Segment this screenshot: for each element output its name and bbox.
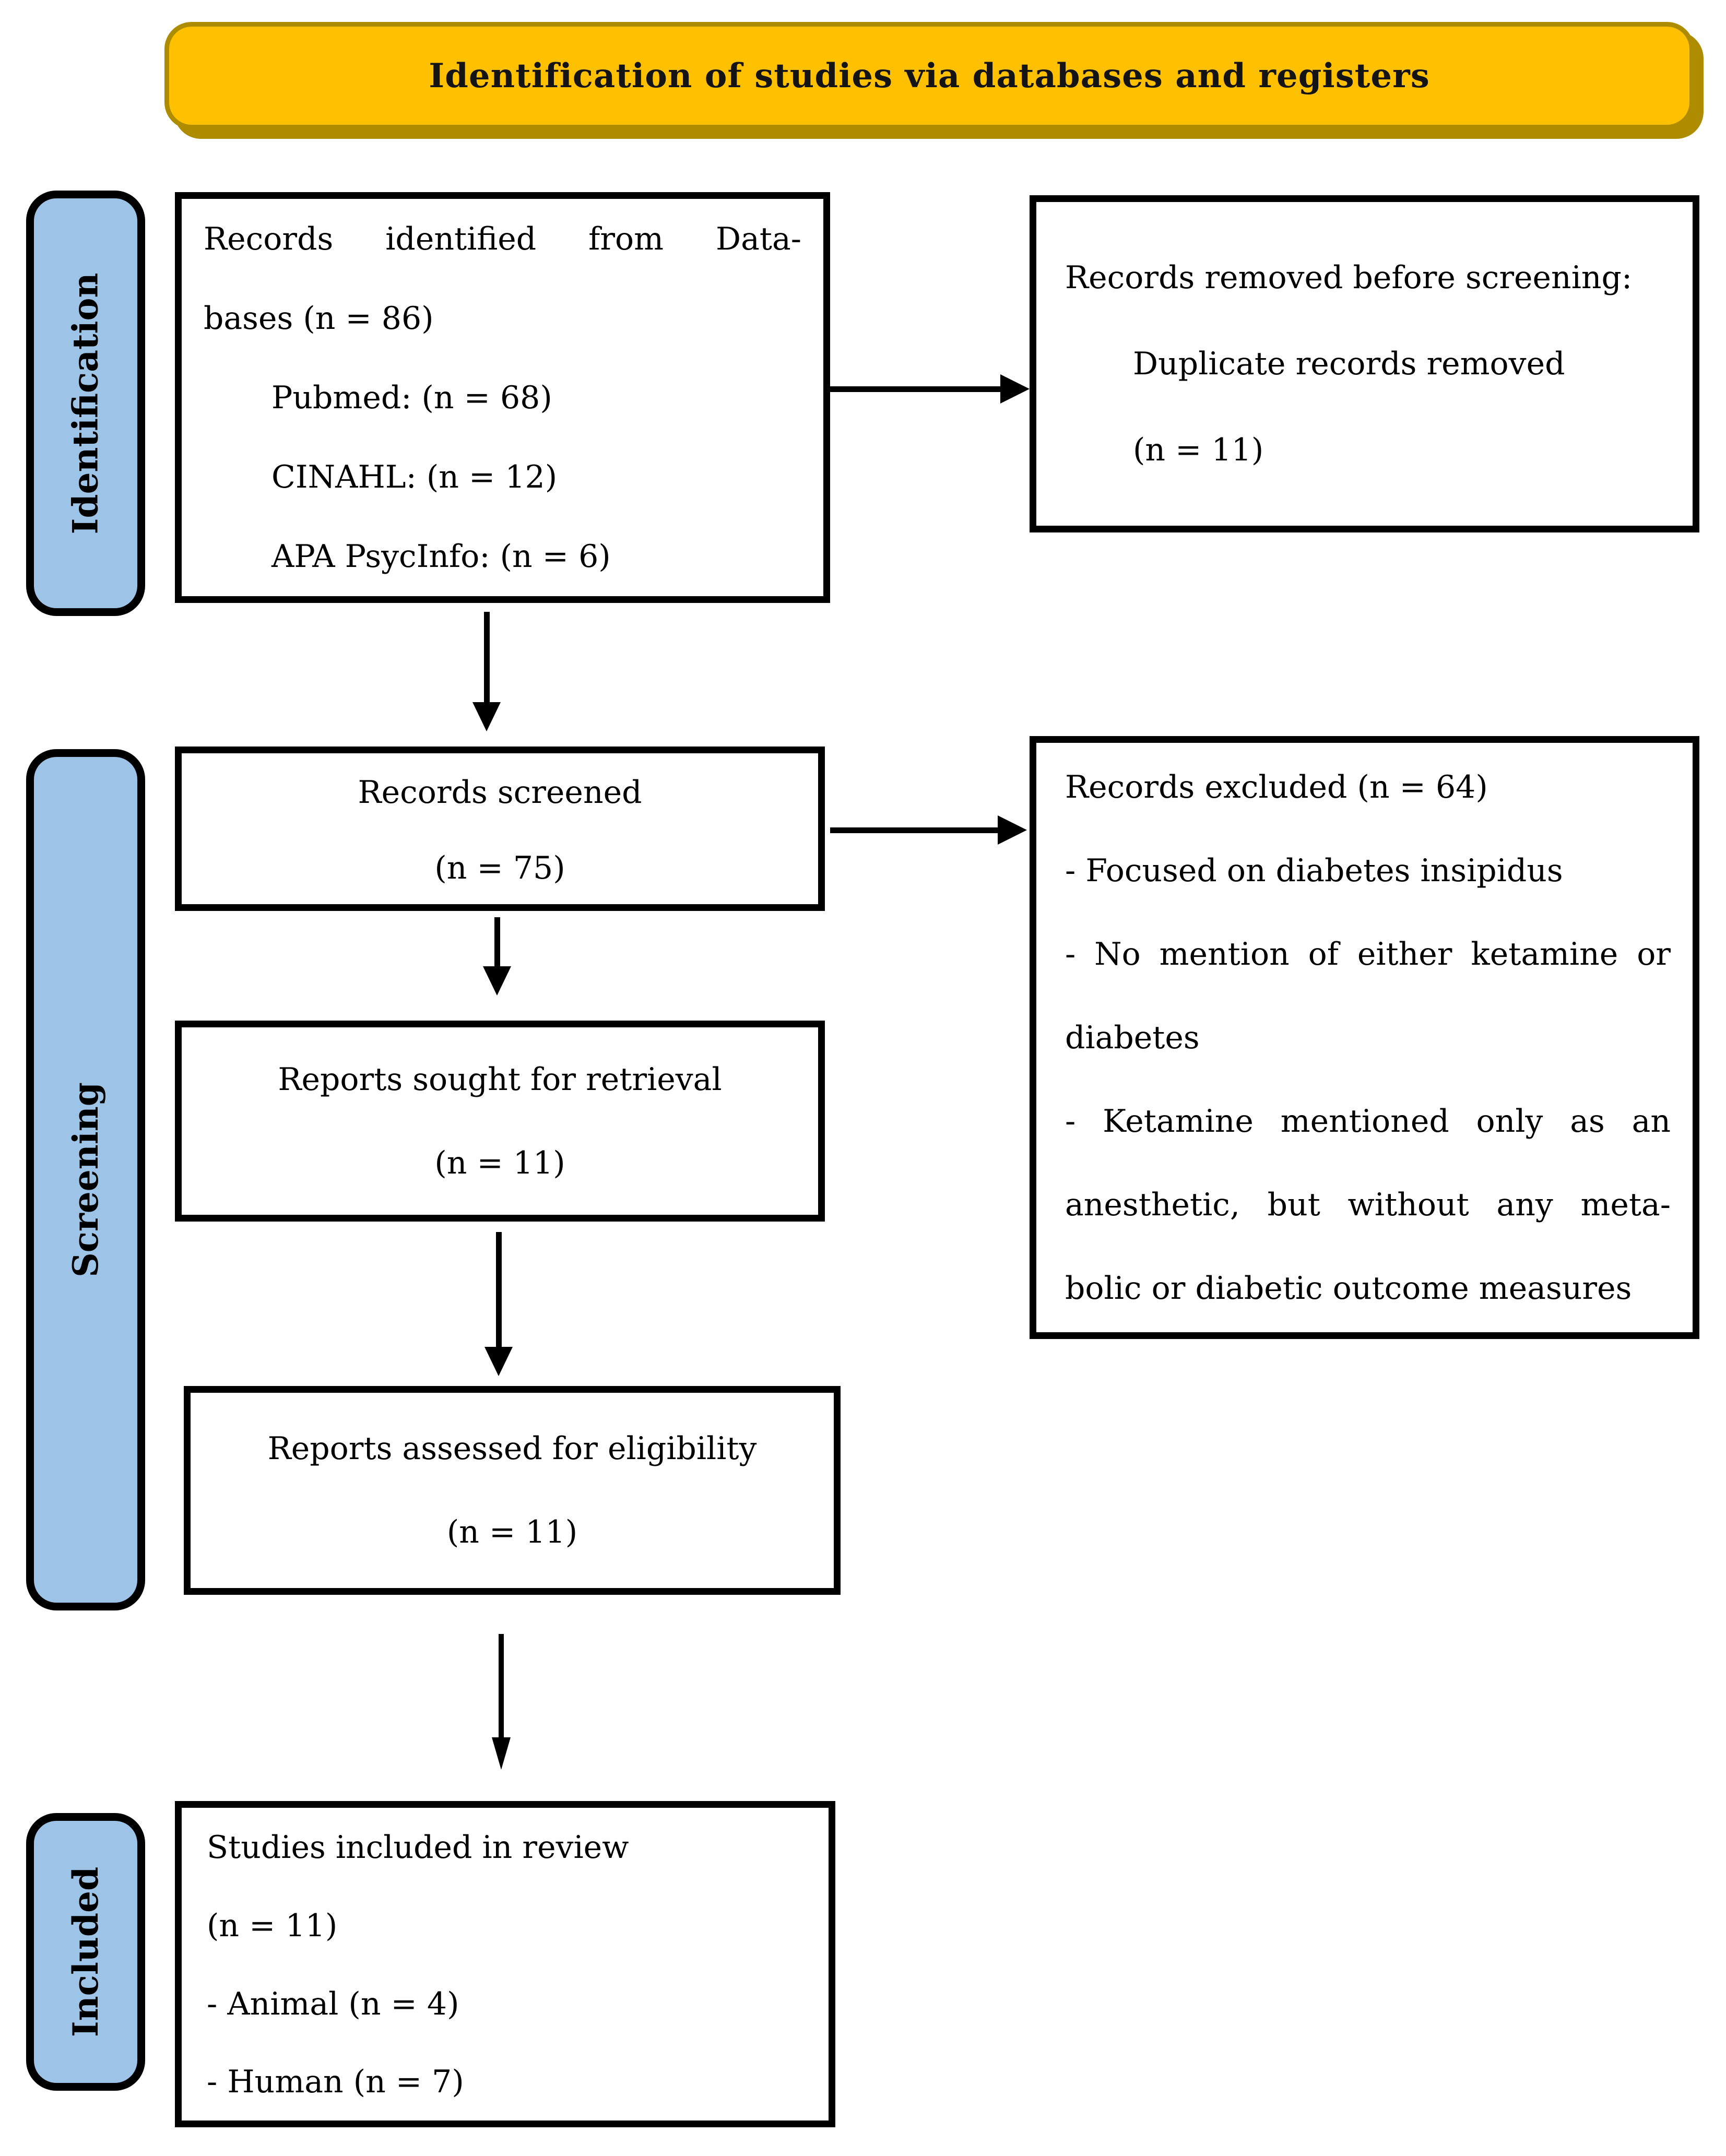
arrow-head-right-icon <box>998 815 1027 845</box>
stage-included-label: Included <box>65 1866 107 2037</box>
stage-screening: Screening <box>26 749 145 1610</box>
stage-screening-label: Screening <box>65 1082 107 1277</box>
text-line: bases (n = 86) <box>204 300 434 337</box>
text-line: Records screened <box>358 774 642 811</box>
arrow-head-down-icon <box>492 1737 511 1770</box>
arrow-stem <box>830 386 1002 392</box>
text-line: - Ketamine mentioned only as an <box>1065 1103 1671 1140</box>
text-line: - No mention of either ketamine or <box>1065 935 1671 973</box>
arrow-head-down-icon <box>483 966 511 996</box>
text-line: Records removed before screening: <box>1065 259 1633 296</box>
banner-title: Identification of studies via databases … <box>429 56 1430 96</box>
arrow-stem <box>496 1232 502 1348</box>
arrow-stem <box>830 827 1000 833</box>
box-records-identified: Records identified from Data-bases (n = … <box>175 192 830 603</box>
arrow-stem <box>499 1634 504 1738</box>
box-records-excluded: Records excluded (n = 64) - Focused on di… <box>1030 736 1699 1339</box>
text-line: Reports assessed for eligibility <box>267 1430 757 1467</box>
text-line: Reports sought for retrieval <box>278 1061 722 1098</box>
text-line: - Human (n = 7) <box>207 2064 464 2101</box>
text-line: - Animal (n = 4) <box>207 1985 459 2022</box>
text-line: (n = 75) <box>434 849 565 886</box>
arrow-head-right-icon <box>1000 374 1030 404</box>
box-records-screened: Records screened (n = 75) <box>175 747 825 911</box>
stage-included: Included <box>26 1813 145 2091</box>
box-reports-assessed: Reports assessed for eligibility (n = 11) <box>184 1386 841 1595</box>
text-line: (n = 11) <box>446 1514 578 1550</box>
box-records-removed: Records removed before screening: Duplica… <box>1030 195 1699 532</box>
text-line: - Focused on diabetes insipidus <box>1065 852 1563 889</box>
stage-identification: Identification <box>26 191 145 616</box>
text-line: anesthetic, but without any meta- <box>1065 1186 1671 1223</box>
arrow-stem <box>484 612 490 703</box>
text-line: CINAHL: (n = 12) <box>271 458 558 495</box>
arrow-head-down-icon <box>484 1347 513 1376</box>
box-reports-sought: Reports sought for retrieval (n = 11) <box>175 1021 825 1222</box>
text-line: (n = 11) <box>1133 431 1264 468</box>
text-line: Records excluded (n = 64) <box>1065 768 1488 805</box>
text-line: Pubmed: (n = 68) <box>271 379 552 416</box>
arrow-stem <box>494 917 500 967</box>
text-line: diabetes <box>1065 1019 1200 1056</box>
banner: Identification of studies via databases … <box>164 22 1694 129</box>
text-line: Studies included in review <box>207 1829 629 1866</box>
stage-identification-label: Identification <box>65 272 106 535</box>
text-line: (n = 11) <box>207 1907 338 1944</box>
text-line: APA PsycInfo: (n = 6) <box>271 538 611 575</box>
box-studies-included: Studies included in review (n = 11) - Anim… <box>175 1801 835 2127</box>
arrow-head-down-icon <box>472 702 501 731</box>
text-line: Records identified from Data- <box>204 220 801 257</box>
text-line: (n = 11) <box>434 1144 565 1181</box>
text-line: bolic or diabetic outcome measures <box>1065 1270 1632 1307</box>
text-line: Duplicate records removed <box>1133 345 1565 382</box>
